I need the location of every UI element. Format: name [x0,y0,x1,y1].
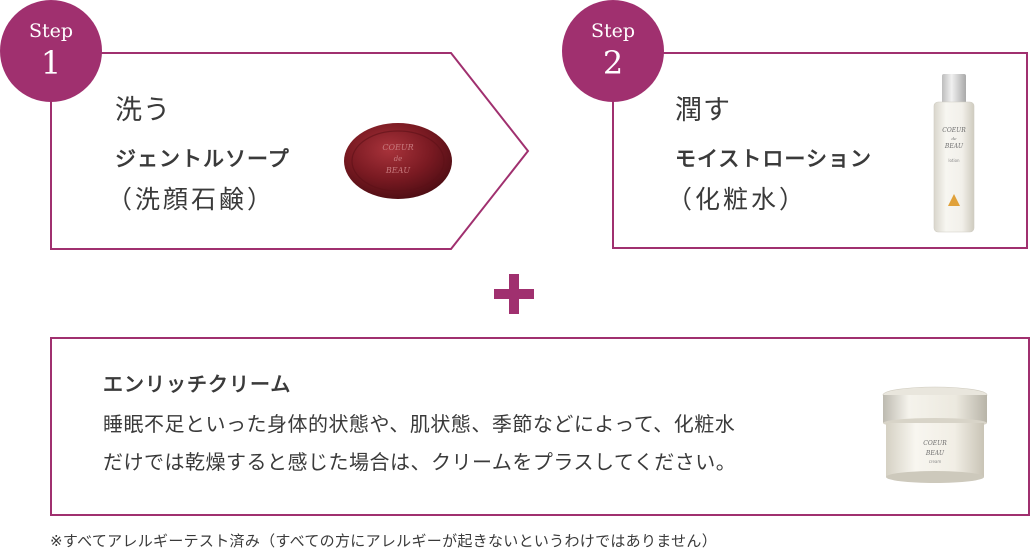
allergy-footnote: ※すべてアレルギーテスト済み（すべての方にアレルギーが起きないというわけではあり… [50,532,718,550]
step2-product-type: （化粧水） [667,185,808,214]
step2-box [612,52,1028,249]
step1-box [50,52,530,250]
plus-icon [494,274,534,314]
soap-brand-line2: de [394,155,403,163]
lotion-bottle-image: COEUR de BEAU lotion [933,74,975,233]
bottle-brand-line1: COEUR [942,127,966,134]
step1-number: 1 [40,44,62,82]
step1-badge: Step 1 [0,0,102,102]
soap-image: COEUR de BEAU [344,123,452,199]
cream-desc-line2: だけでは乾燥すると感じた場合は、クリームをプラスしてください。 [103,450,737,474]
soap-brand-line3: BEAU [385,166,410,175]
jar-label: cream [929,459,942,464]
step2-title: 潤す [675,95,731,126]
cream-title: エンリッチクリーム [103,372,292,396]
step1-product-type: （洗顔石鹸） [107,185,276,214]
jar-brand-line2: BEAU [925,450,945,457]
step2-number: 2 [602,44,624,82]
soap-brand-line1: COEUR [382,143,413,152]
step1-title: 洗う [115,95,171,126]
step2-product-name: モイストローション [675,147,872,171]
step1-product-name: ジェントルソープ [115,147,290,171]
cream-description: 睡眠不足といった身体的状態や、肌状態、季節などによって、化粧水 だけでは乾燥する… [103,405,736,481]
bottle-brand-line2: de [952,136,958,141]
bottle-brand-line3: BEAU [944,143,964,150]
step1-label: Step [28,20,74,42]
bottle-label: lotion [948,158,960,163]
cream-desc-line1: 睡眠不足といった身体的状態や、肌状態、季節などによって、化粧水 [103,412,736,436]
step2-badge: Step 2 [562,0,664,102]
cream-jar-image: COEUR BEAU cream [882,386,988,483]
step2-label: Step [590,20,636,42]
cream-box [50,337,1030,516]
jar-brand-line1: COEUR [923,440,947,447]
